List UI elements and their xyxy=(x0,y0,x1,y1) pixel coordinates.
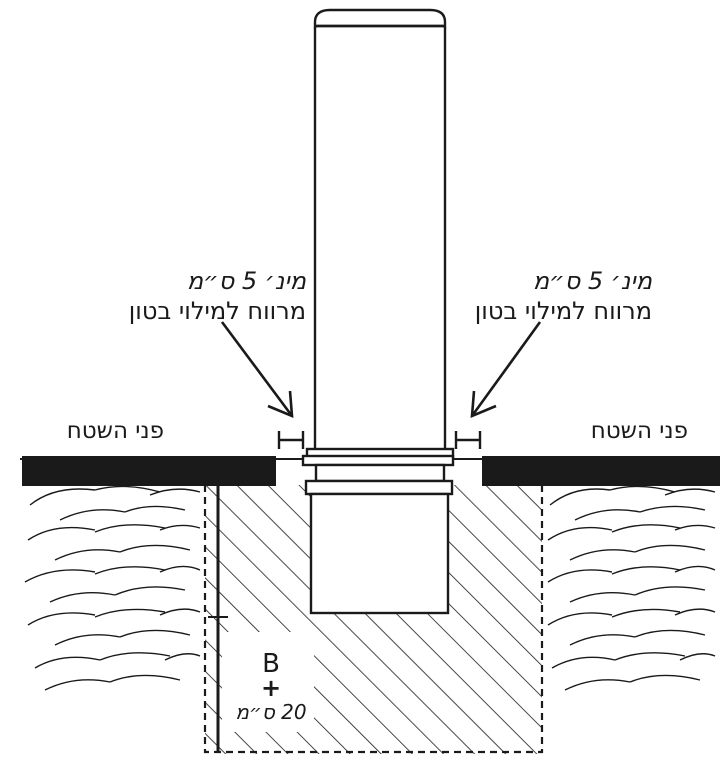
depth-label-plus: + xyxy=(260,674,282,702)
arrow-left xyxy=(220,321,294,419)
depth-label-letter: B xyxy=(262,649,280,679)
gap-note-left-line2: מרווח למילוי בטון xyxy=(128,297,306,325)
depth-label-value: 20 ס״מ xyxy=(235,700,307,724)
bollard-flange xyxy=(301,454,455,467)
bollard-cap xyxy=(313,8,447,28)
excavation-outline xyxy=(203,485,544,754)
arrow-right xyxy=(470,321,542,419)
depth-label: B + 20 ס״מ xyxy=(226,649,316,724)
gap-note-right: מינ׳ 5 ס״מ מרווח למילוי בטון xyxy=(475,266,652,326)
soil-texture-left xyxy=(24,485,201,691)
surface-label-left: פני השטח xyxy=(66,418,164,444)
gap-note-left-line1: מינ׳ 5 ס״מ xyxy=(186,267,306,295)
bollard-neck xyxy=(314,463,446,483)
gap-marker-right xyxy=(454,431,482,449)
gap-note-right-line2: מרווח למילוי בטון xyxy=(474,297,652,325)
surface-label-right: פני השטח xyxy=(590,418,688,444)
bollard-body xyxy=(313,24,447,452)
gap-note-left: מינ׳ 5 ס״מ מרווח למילוי בטון xyxy=(129,266,306,326)
bollard-base-ring xyxy=(304,479,454,496)
depth-dimension-line xyxy=(208,485,228,752)
bollard-post xyxy=(301,8,455,615)
gap-note-right-line1: מינ׳ 5 ס״מ xyxy=(532,267,652,295)
gap-marker-left xyxy=(277,431,305,449)
soil-texture-right xyxy=(547,485,716,691)
bollard-anchor xyxy=(309,492,450,615)
